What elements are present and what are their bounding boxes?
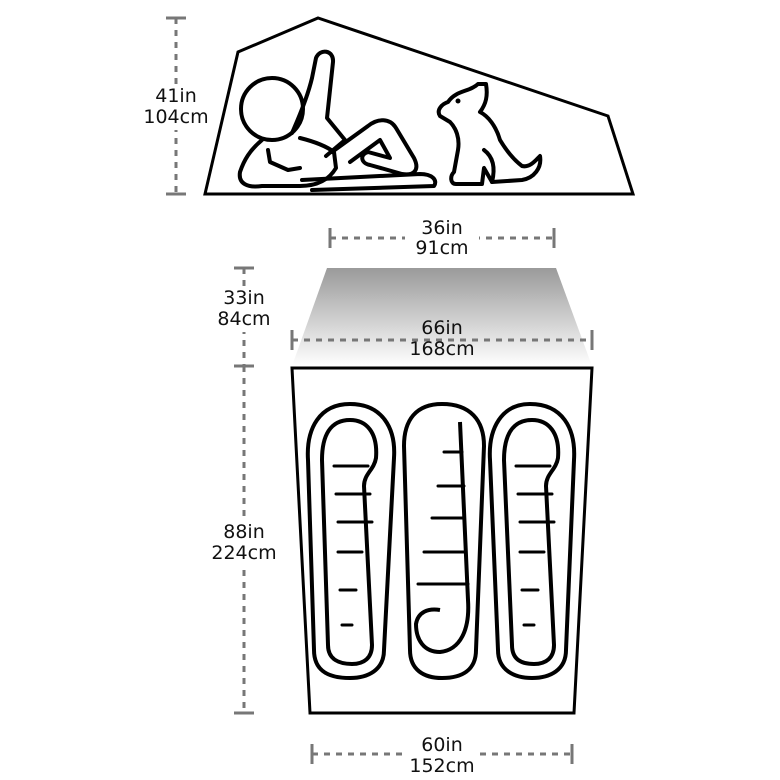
sleeping-bag-left — [305, 402, 397, 680]
tent-side-profile — [203, 16, 636, 196]
person-elbow-arm — [266, 148, 302, 172]
floor-plan: 36in 91cm 66in 168cm — [210, 216, 594, 778]
vestibule-depth-imperial-label: 33in — [223, 287, 265, 309]
height-metric-label: 104cm — [143, 106, 208, 128]
dog-outline — [436, 82, 543, 186]
vestibule-depth-dimension: 33in 84cm — [214, 266, 274, 368]
person-figure — [237, 49, 438, 192]
sleeping-bag-hood — [320, 418, 379, 666]
dog-eye — [455, 98, 461, 104]
floor-length-dimension: 88in 224cm — [210, 366, 280, 715]
vestibule-width-dimension: 36in 91cm — [328, 216, 556, 259]
foot-width-dimension: 60in 152cm — [310, 732, 574, 778]
head-width-dimension: 66in 168cm — [290, 317, 594, 360]
person-raised-arm — [290, 49, 347, 158]
sleeping-bag-hood — [502, 418, 561, 666]
vestibule-depth-metric-label: 84cm — [217, 308, 270, 330]
sleeping-bag-middle — [402, 402, 486, 680]
height-imperial-label: 41in — [155, 85, 197, 107]
floor-length-imperial-label: 88in — [223, 521, 265, 543]
head-width-metric-label: 168cm — [409, 338, 474, 360]
person-extended-leg — [300, 172, 438, 192]
height-dimension: 41in 104cm — [143, 16, 209, 196]
vestibule-width-metric-label: 91cm — [415, 237, 468, 259]
person-torso — [237, 136, 338, 189]
vestibule-width-imperial-label: 36in — [421, 217, 463, 239]
floor-length-metric-label: 224cm — [211, 542, 276, 564]
side-view: 41in 104cm — [143, 16, 636, 196]
head-width-imperial-label: 66in — [421, 317, 463, 339]
dog-back-leg — [482, 148, 496, 184]
dog-figure — [436, 82, 543, 186]
sleeping-bag-hood — [414, 421, 471, 654]
foot-width-metric-label: 152cm — [409, 755, 474, 777]
foot-width-imperial-label: 60in — [421, 734, 463, 756]
sleeping-bag-right — [487, 402, 577, 680]
